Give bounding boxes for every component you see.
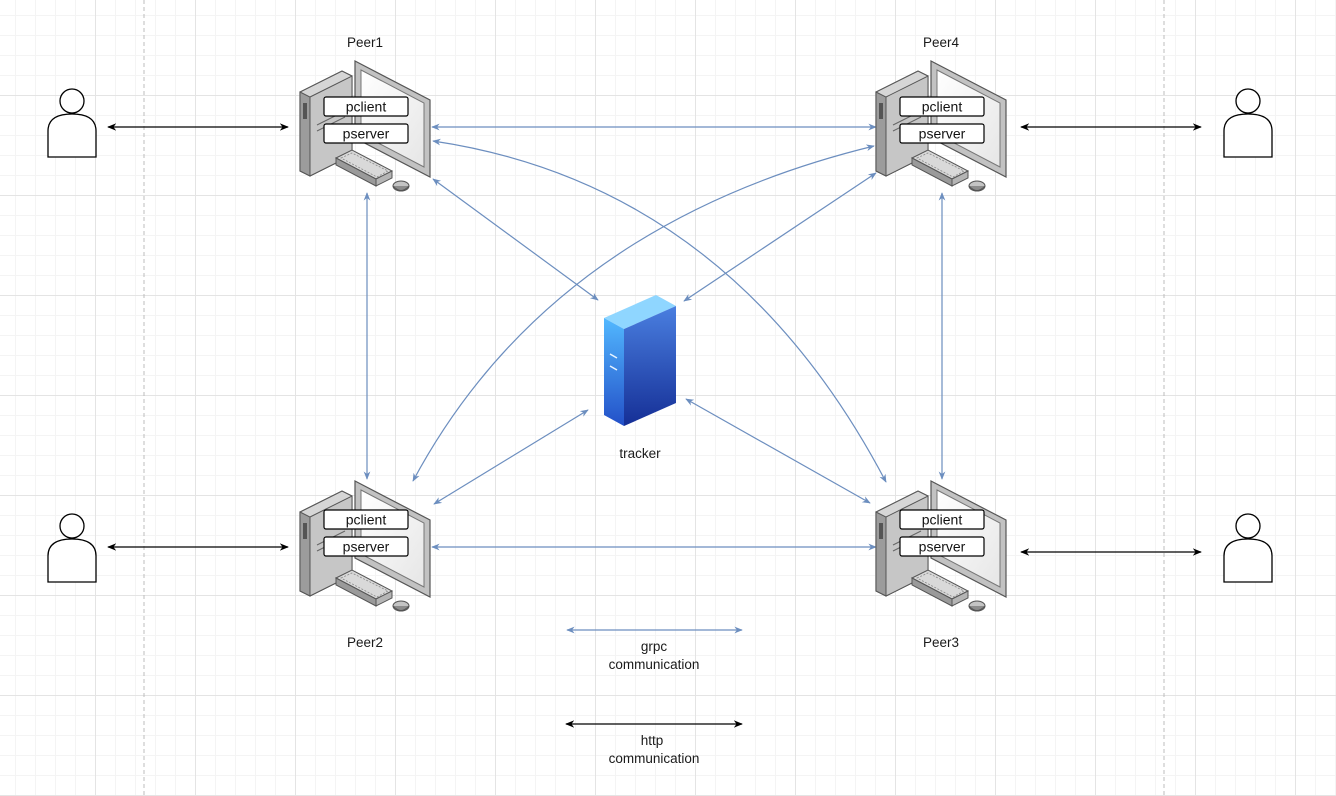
peer-name: Peer1 — [347, 35, 383, 50]
legend-http-label: http — [641, 733, 664, 748]
pserver-box[interactable] — [323, 123, 409, 144]
grpc-edges — [363, 123, 946, 551]
pserver-label: pserver — [343, 126, 390, 142]
tracker-label: tracker — [619, 446, 661, 461]
server-icon — [604, 295, 676, 426]
tracker-node[interactable]: tracker — [604, 295, 676, 461]
pserver-box[interactable] — [323, 536, 409, 557]
pserver-label: pserver — [343, 539, 390, 555]
pserver-box[interactable] — [899, 123, 985, 144]
pclient-label: pclient — [922, 512, 963, 528]
http-edges — [107, 123, 1202, 556]
peer-2[interactable]: pclient pserver Peer2 — [299, 480, 431, 650]
pserver-box[interactable] — [899, 536, 985, 557]
user-icon — [47, 513, 97, 583]
legend-grpc-label: grpc — [641, 639, 668, 654]
legend-grpc-label-2: communication — [609, 657, 700, 672]
pserver-label: pserver — [919, 539, 966, 555]
edge-peer1-tracker — [432, 178, 599, 301]
pclient-box[interactable] — [899, 96, 985, 117]
edge-tracker-peer3 — [685, 398, 871, 504]
user-icon — [1223, 88, 1273, 158]
pclient-label: pclient — [346, 99, 387, 115]
pclient-label: pclient — [346, 512, 387, 528]
peer-4[interactable]: pclient pserver Peer4 — [875, 35, 1007, 192]
edge-tracker-peer2 — [433, 409, 589, 505]
edge-peer4-tracker — [683, 172, 877, 302]
user-icon — [1223, 513, 1273, 583]
user-icon — [47, 88, 97, 158]
pclient-box[interactable] — [323, 509, 409, 530]
legend: grpc communication http communication — [565, 626, 743, 766]
pclient-label: pclient — [922, 99, 963, 115]
peer-name: Peer4 — [923, 35, 960, 50]
legend-http-label-2: communication — [609, 751, 700, 766]
peer-3[interactable]: pclient pserver Peer3 — [875, 480, 1007, 650]
pserver-label: pserver — [919, 126, 966, 142]
peer-name: Peer3 — [923, 635, 959, 650]
peer-name: Peer2 — [347, 635, 383, 650]
edge-peer4-peer2 — [412, 144, 875, 482]
pclient-box[interactable] — [323, 96, 409, 117]
peer-1[interactable]: pclient pserver Peer1 — [299, 35, 431, 192]
pclient-box[interactable] — [899, 509, 985, 530]
